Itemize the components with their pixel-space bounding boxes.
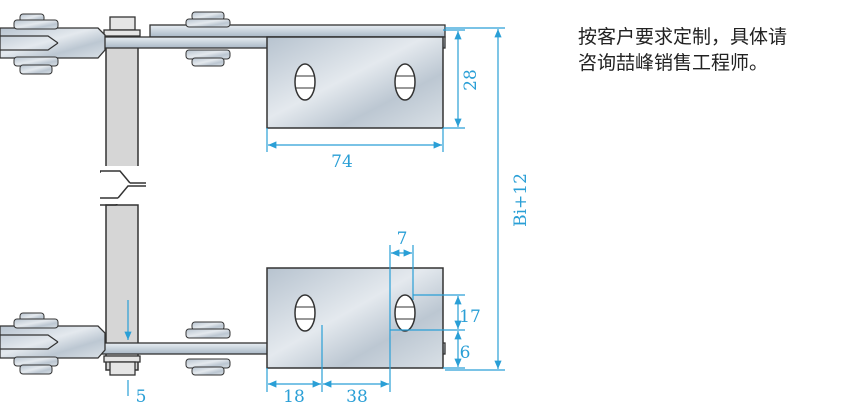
dim-hole-pitch: 38	[346, 387, 368, 407]
dim-slot-height: 17	[459, 307, 481, 327]
bolt-head-top	[103, 16, 141, 37]
roller-right-top	[185, 11, 231, 67]
dim-hole-offset: 18	[283, 387, 305, 407]
lower-bracket-plate	[266, 267, 444, 369]
dim-plate-width: 74	[331, 152, 353, 172]
slot-hole	[294, 294, 316, 332]
dim-post-offset: 5	[136, 387, 147, 407]
roller-left-bottom	[13, 312, 59, 375]
dim-overall: Bi+12	[511, 173, 531, 227]
dim-plate-height: 28	[461, 69, 481, 91]
dimension-lines	[124, 27, 505, 396]
note-line-2: 咨询喆峰销售工程师。	[578, 52, 769, 74]
slot-hole	[394, 294, 416, 332]
vertical-post	[100, 31, 146, 371]
roller-right-bottom	[185, 321, 231, 376]
note-line-1: 按客户要求定制，具体请	[578, 26, 788, 48]
roller-left-top	[13, 13, 59, 75]
bolt-head-bottom	[103, 355, 141, 376]
upper-bracket-plate	[266, 36, 444, 129]
slot-hole	[294, 63, 316, 101]
dim-bottom-offset: 6	[460, 343, 471, 363]
dim-slot-width: 7	[397, 229, 408, 249]
custom-order-note: 按客户要求定制，具体请 咨询喆峰销售工程师。	[578, 24, 838, 76]
slot-hole	[394, 63, 416, 101]
